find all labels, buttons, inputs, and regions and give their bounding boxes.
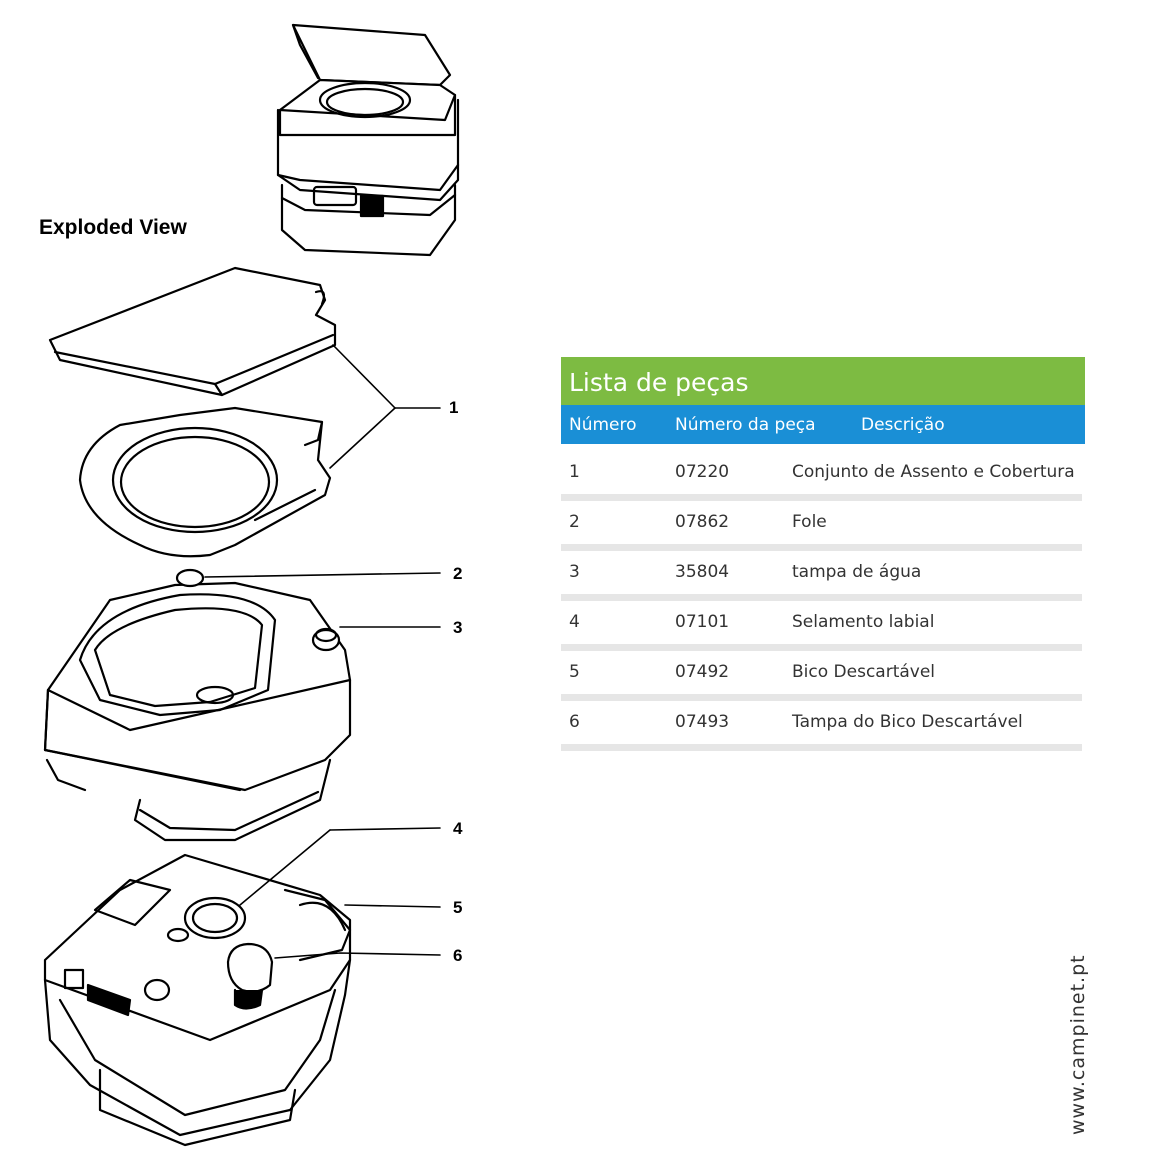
row-number: 5 <box>569 662 580 682</box>
row-number: 6 <box>569 712 580 732</box>
table-row: 1 07220 Conjunto de Assento e Cobertura <box>561 453 1085 503</box>
row-description: Bico Descartável <box>792 662 936 682</box>
table-row: 3 35804 tampa de água <box>561 553 1085 603</box>
header-part-number: Número da peça <box>675 415 816 435</box>
callout-2: 2 <box>453 564 462 583</box>
row-separator <box>561 644 1082 651</box>
row-description: Conjunto de Assento e Cobertura <box>792 462 1075 482</box>
row-part-number: 07101 <box>675 612 730 632</box>
row-description: Tampa do Bico Descartável <box>792 712 1023 732</box>
row-separator <box>561 594 1082 601</box>
lower-tank-illustration <box>43 853 352 1147</box>
table-row: 5 07492 Bico Descartável <box>561 653 1085 703</box>
callout-leader-lines <box>204 344 441 959</box>
exploded-view-heading: Exploded View <box>39 216 187 239</box>
parts-list-table: Lista de peças Número Número da peça Des… <box>561 357 1085 753</box>
upper-tank-illustration <box>43 568 352 842</box>
row-number: 4 <box>569 612 580 632</box>
row-description: tampa de água <box>792 562 922 582</box>
row-separator <box>561 744 1082 751</box>
row-part-number: 35804 <box>675 562 730 582</box>
row-part-number: 07862 <box>675 512 730 532</box>
callout-5: 5 <box>453 898 462 917</box>
callout-4: 4 <box>453 819 463 838</box>
callout-1: 1 <box>449 398 458 417</box>
header-description: Descrição <box>861 415 945 435</box>
row-number: 3 <box>569 562 580 582</box>
row-number: 2 <box>569 512 580 532</box>
row-separator <box>561 494 1082 501</box>
callout-6: 6 <box>453 946 462 965</box>
row-part-number: 07220 <box>675 462 730 482</box>
header-number: Número <box>569 415 637 435</box>
website-watermark: www.campinet.pt <box>1067 954 1089 1135</box>
callout-numbers: 1 2 3 4 5 6 <box>449 398 463 965</box>
row-description: Selamento labial <box>792 612 935 632</box>
parts-list-title: Lista de peças <box>561 357 1085 405</box>
row-part-number: 07492 <box>675 662 730 682</box>
row-description: Fole <box>792 512 827 532</box>
callout-3: 3 <box>453 618 462 637</box>
seat-cover-illustration <box>48 266 337 397</box>
table-row: 6 07493 Tampa do Bico Descartável <box>561 703 1085 753</box>
seat-ring-illustration <box>78 406 332 558</box>
row-part-number: 07493 <box>675 712 730 732</box>
row-number: 1 <box>569 462 580 482</box>
row-separator <box>561 694 1082 701</box>
table-row: 4 07101 Selamento labial <box>561 603 1085 653</box>
table-row: 2 07862 Fole <box>561 503 1085 553</box>
assembled-toilet-illustration <box>276 23 460 257</box>
parts-list-header: Número Número da peça Descrição <box>561 405 1085 444</box>
row-separator <box>561 544 1082 551</box>
